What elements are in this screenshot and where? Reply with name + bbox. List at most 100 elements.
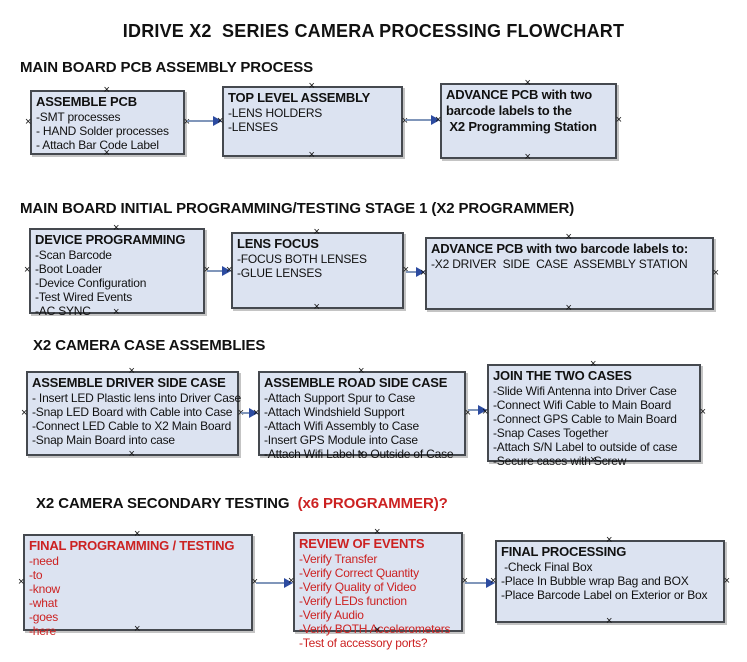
connection-point-right: × — [238, 407, 244, 418]
connection-point-right: × — [723, 574, 730, 587]
box-item: -Snap LED Board with Cable into Case — [32, 405, 233, 419]
box-item: -Verify Transfer — [299, 552, 378, 566]
box-item: -Attach Support Spur to Case — [264, 391, 416, 405]
box-item: -Verify BOTH Accelerometers — [299, 622, 451, 636]
box-item: -know — [29, 582, 61, 596]
box-item: -need — [29, 554, 59, 568]
connection-point-left: × — [24, 264, 31, 276]
flow-arrow — [241, 408, 258, 418]
connection-point-left: × — [482, 406, 489, 418]
connection-point-right: × — [712, 266, 719, 279]
box-item: -Attach Wifi Label to Outside of Case — [264, 447, 454, 461]
box-title: ASSEMBLE DRIVER SIDE CASE — [32, 375, 226, 390]
box-title: FINAL PROCESSING — [501, 544, 627, 559]
page-title: IDRIVE X2 SERIES CAMERA PROCESSING FLOWC… — [122, 21, 625, 41]
connection-point-right: × — [402, 115, 408, 126]
box-item: -Attach Wifi Assembly to Case — [264, 419, 419, 433]
section-heading-pcb-assembly: MAIN BOARD PCB ASSEMBLY PROCESS — [20, 59, 314, 76]
connection-point-left: × — [420, 266, 427, 279]
box-item: -Scan Barcode — [35, 248, 112, 262]
box-item: -Verify Quality of Video — [299, 580, 417, 594]
connection-point-right: × — [699, 406, 706, 418]
flow-arrow — [468, 405, 487, 415]
box-item: -here — [29, 624, 57, 638]
box-item: -Test Wired Events — [35, 290, 133, 304]
connection-point-left: × — [25, 115, 32, 128]
flow-arrow — [207, 266, 231, 276]
box-assemble-pcb: × × ASSEMBLE PCB -SMT processes - HAND S… — [25, 86, 190, 158]
box-final-programming-testing: × × FINAL PROGRAMMING / TESTING -need -t… — [18, 530, 258, 638]
flow-arrow — [256, 578, 293, 588]
box-item: -Verify Correct Quantity — [299, 566, 419, 580]
box-item: -Snap Cases Together — [493, 426, 609, 440]
flow-arrow — [465, 578, 495, 588]
box-item: -FOCUS BOTH LENSES — [237, 252, 367, 266]
box-assemble-road-side-case: × × ASSEMBLE ROAD SIDE CASE -Attach Supp… — [253, 367, 471, 461]
box-item: -LENS HOLDERS — [228, 106, 323, 120]
box-title: ADVANCE PCB with two barcode labels to t… — [446, 87, 597, 134]
section-heading-red-part: (x6 PROGRAMMER)? — [293, 495, 448, 512]
box-title: FINAL PROGRAMMING / TESTING — [29, 538, 235, 553]
connection-point-left: × — [288, 575, 295, 587]
connection-point-right: × — [615, 114, 622, 126]
box-top-level-assembly: × × TOP LEVEL ASSEMBLY -LENS HOLDERS -LE… — [217, 82, 408, 160]
box-title: LENS FOCUS — [237, 236, 319, 251]
box-item: -to — [29, 568, 43, 582]
flow-arrow — [187, 116, 222, 126]
connection-point-right: × — [184, 116, 190, 127]
connection-point-left: × — [21, 406, 28, 419]
box-item: -SMT processes — [36, 110, 121, 124]
connection-point-right: × — [204, 265, 210, 276]
box-advance-pcb-programming-station: × × ADVANCE PCB with two barcode labels … — [435, 79, 622, 162]
box-item: -Connect LED Cable to X2 Main Board — [32, 419, 232, 433]
box-item: -AC SYNC — [35, 304, 91, 318]
flow-arrow — [405, 115, 440, 125]
section-heading-case-assemblies: X2 CAMERA CASE ASSEMBLIES — [33, 337, 266, 354]
box-title: DEVICE PROGRAMMING — [35, 232, 186, 247]
box-device-programming: × × DEVICE PROGRAMMING -Scan Barcode -Bo… — [24, 224, 210, 318]
box-advance-pcb-driver-side-station: × × ADVANCE PCB with two barcode labels … — [420, 233, 719, 313]
box-item: -Place Barcode Label on Exterior or Box — [501, 588, 708, 602]
connection-point-right: × — [402, 263, 409, 276]
box-item: -Test of accessory ports? — [299, 636, 428, 650]
box-lens-focus: × × LENS FOCUS -FOCUS BOTH LENSES -GLUE … — [226, 228, 409, 312]
box-title: ASSEMBLE PCB — [36, 94, 137, 109]
box-item: -Place In Bubble wrap Bag and BOX — [501, 574, 689, 588]
box-item: -Attach Windshield Support — [264, 405, 405, 419]
box-item: -Verify LEDs function — [299, 594, 407, 608]
box-item: -Secure cases with Screw — [493, 454, 627, 468]
box-title: ADVANCE PCB with two barcode labels to: — [431, 241, 689, 256]
box-item: - Attach Bar Code Label — [36, 138, 159, 152]
box-title: ASSEMBLE ROAD SIDE CASE — [264, 375, 448, 390]
box-title: TOP LEVEL ASSEMBLY — [228, 90, 371, 105]
connection-point-left: × — [217, 114, 224, 127]
section-heading-secondary-testing: X2 CAMERA SECONDARY TESTING (x6 PROGRAMM… — [36, 495, 448, 512]
connection-point-left: × — [226, 263, 233, 276]
box-item: -Boot Loader — [35, 262, 102, 276]
flow-arrow — [406, 267, 425, 277]
box-final-processing: × × FINAL PROCESSING -Check Final Box -P… — [490, 536, 730, 626]
connection-point-left: × — [253, 406, 260, 419]
section-heading-initial-programming: MAIN BOARD INITIAL PROGRAMMING/TESTING S… — [20, 200, 575, 217]
connection-point-right: × — [251, 575, 258, 588]
box-assemble-driver-side-case: × × ASSEMBLE DRIVER SIDE CASE - Insert L… — [21, 367, 244, 459]
box-item: -Connect GPS Cable to Main Board — [493, 412, 677, 426]
box-item: - HAND Solder processes — [36, 124, 169, 138]
box-item: -Connect Wifi Cable to Main Board — [493, 398, 672, 412]
connection-point-left: × — [435, 114, 442, 126]
box-item: -Check Final Box — [501, 560, 593, 574]
section-heading-black-part: X2 CAMERA SECONDARY TESTING — [36, 495, 294, 512]
box-item: -Snap Main Board into case — [32, 433, 175, 447]
box-item: -Device Configuration — [35, 276, 147, 290]
connection-point-left: × — [18, 575, 25, 588]
box-item: -X2 DRIVER SIDE CASE ASSEMBLY STATION — [431, 257, 688, 271]
box-join-the-two-cases: × × JOIN THE TWO CASES -Slide Wifi Anten… — [482, 360, 706, 468]
box-item: -GLUE LENSES — [237, 266, 322, 280]
box-item: -what — [29, 596, 58, 610]
connection-point-left: × — [490, 574, 497, 587]
box-item: -Insert GPS Module into Case — [264, 433, 418, 447]
box-item: -Attach S/N Label to outside of case — [493, 440, 678, 454]
connection-point-right: × — [461, 575, 468, 587]
box-item: -Slide Wifi Antenna into Driver Case — [493, 384, 677, 398]
box-item: -Verify Audio — [299, 608, 364, 622]
